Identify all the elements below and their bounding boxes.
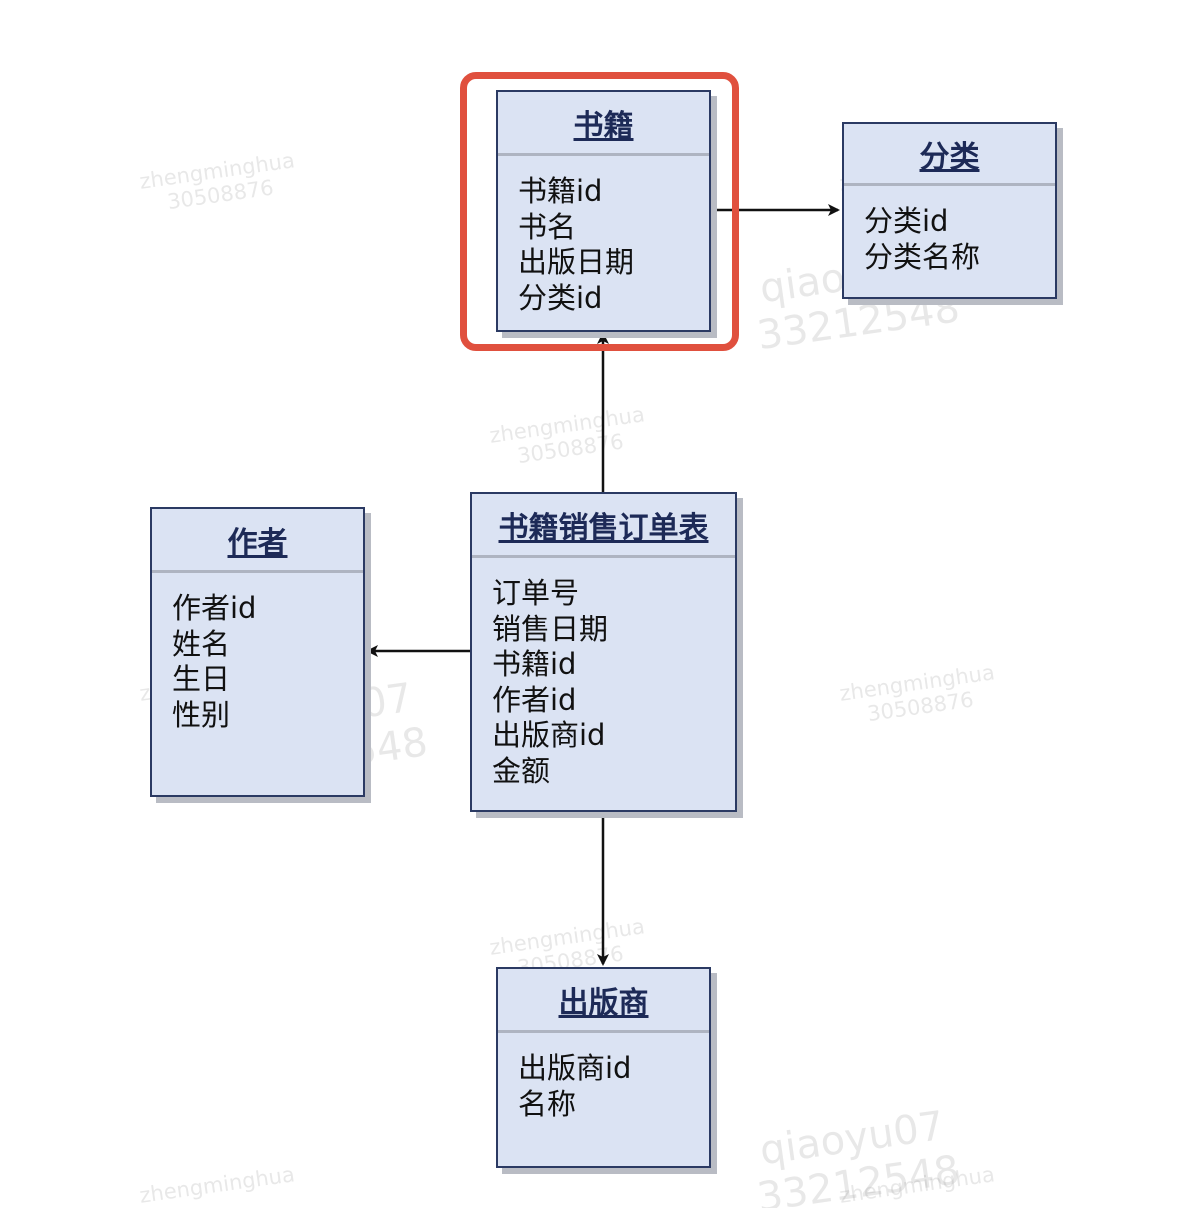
- entity-order-fields: 订单号 销售日期 书籍id 作者id 出版商id 金额: [472, 558, 735, 789]
- highlight-frame: [460, 72, 739, 351]
- entity-category-title: 分类: [844, 124, 1055, 186]
- field-item: 书籍id: [518, 174, 603, 208]
- entity-publisher-fields: 出版商id 名称: [498, 1033, 709, 1122]
- field-item: 性别: [172, 697, 231, 732]
- entity-publisher[interactable]: 出版商 出版商id 名称: [496, 967, 711, 1168]
- field-item: 分类名称: [864, 239, 981, 274]
- entity-book[interactable]: 书籍 书籍id 书名 出版日期 分类id: [496, 90, 711, 332]
- entity-author-title: 作者: [152, 509, 363, 573]
- field-item: 金额: [492, 753, 551, 788]
- field-item: 出版商id: [492, 718, 606, 752]
- entity-category[interactable]: 分类 分类id 分类名称: [842, 122, 1057, 299]
- entity-book-title: 书籍: [498, 92, 709, 156]
- field-item: 订单号: [492, 576, 580, 610]
- entity-category-fields: 分类id 分类名称: [844, 186, 1055, 275]
- field-item: 作者id: [172, 591, 257, 625]
- entity-order[interactable]: 书籍销售订单表 订单号 销售日期 书籍id 作者id 出版商id 金额: [470, 492, 737, 812]
- entity-publisher-title: 出版商: [498, 969, 709, 1033]
- field-item: 出版商id: [518, 1051, 632, 1085]
- field-item: 分类id: [864, 204, 949, 238]
- entity-author[interactable]: 作者 作者id 姓名 生日 性别: [150, 507, 365, 797]
- field-item: 姓名: [172, 626, 231, 661]
- field-item: 书籍id: [492, 647, 577, 681]
- entity-author-fields: 作者id 姓名 生日 性别: [152, 573, 363, 733]
- field-item: 作者id: [492, 682, 577, 717]
- field-item: 分类id: [518, 280, 603, 315]
- entity-order-title: 书籍销售订单表: [472, 494, 735, 558]
- field-item: 书名: [518, 209, 577, 244]
- entity-book-fields: 书籍id 书名 出版日期 分类id: [498, 156, 709, 316]
- field-item: 生日: [172, 662, 231, 696]
- field-item: 名称: [518, 1086, 577, 1121]
- field-item: 销售日期: [492, 611, 609, 646]
- field-item: 出版日期: [518, 245, 635, 279]
